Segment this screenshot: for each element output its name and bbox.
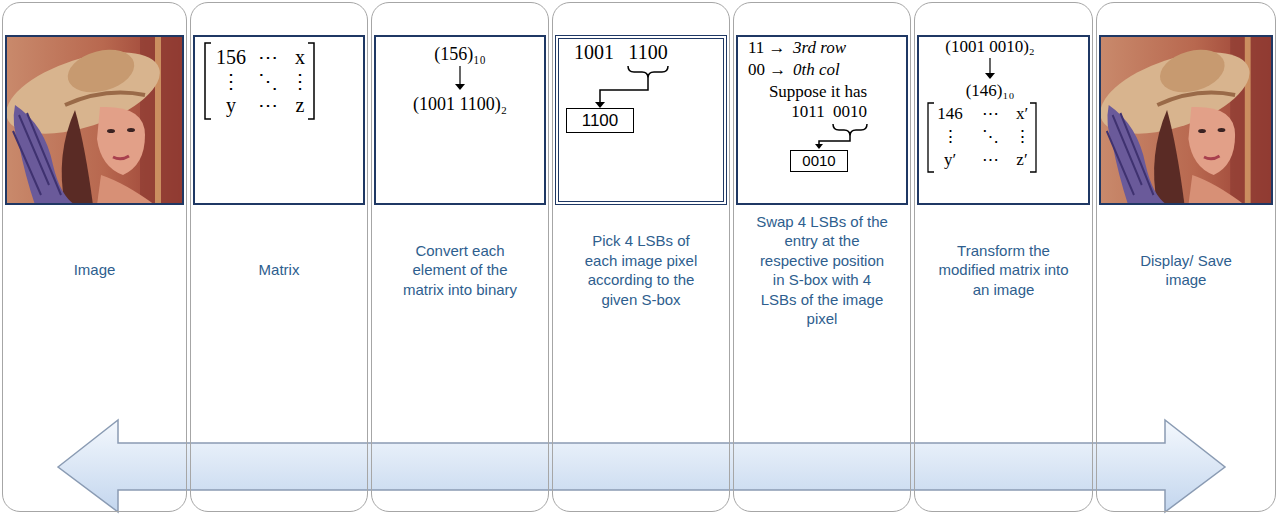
matrix-cell: 146 xyxy=(937,104,963,124)
lsb-bits: 1100 xyxy=(582,111,619,131)
binary-box: (156)₁₀ (1001 1100)₂ xyxy=(374,35,546,205)
note-text: Suppose it has xyxy=(769,82,867,102)
matrix-cell: y xyxy=(226,94,236,117)
matrix-cell: z′ xyxy=(1016,150,1027,170)
lsb-result-box: 1100 xyxy=(566,108,634,133)
binary-value: (1001 1100)₂ xyxy=(413,94,507,115)
step-panel: Pick 4 LSBs of each image pixel accordin… xyxy=(552,2,730,512)
step-label: Matrix xyxy=(213,205,345,335)
matrix-cell: ⋯ xyxy=(258,94,278,117)
matrix-cell: ⋮ xyxy=(221,70,241,93)
matrix-bracket xyxy=(928,103,934,172)
step-label: Convert each element of the matrix into … xyxy=(394,205,526,335)
result-box: (1001 0010)₂ (146)₁₀146 ⋯ x′ ⋮ ⋱ ⋮ y′ ⋯ z′ xyxy=(917,35,1090,205)
brace xyxy=(833,124,867,136)
msb-bits: 1001 xyxy=(574,41,614,64)
step-label: Transform the modified matrix into an im… xyxy=(938,205,1070,335)
matrix-cell: 156 xyxy=(216,46,246,69)
matrix-cell: ⋱ xyxy=(258,70,278,93)
matrix-cell: ⋱ xyxy=(982,127,999,147)
photo-result xyxy=(1091,35,1273,205)
matrix-cell: ⋯ xyxy=(258,46,278,69)
photo-original xyxy=(0,35,184,205)
binary-value: (1001 0010)₂ xyxy=(945,37,1035,57)
matrix-cell: z xyxy=(296,94,305,117)
leader-arrow xyxy=(819,136,850,144)
step-panel: Convert each element of the matrix into … xyxy=(371,2,549,512)
matrix-cell: x xyxy=(295,46,305,69)
col-label: 0th col xyxy=(793,60,840,80)
down-arrow xyxy=(459,66,460,84)
arrow-head xyxy=(455,84,465,90)
matrix-cell: ⋮ xyxy=(942,127,959,147)
lsb-bits: 1100 xyxy=(628,41,667,64)
step-panel: Swap 4 LSBs of the entry at the respecti… xyxy=(733,2,911,512)
step-panel: Matrix156⋯x⋮⋱⋮y⋯z xyxy=(190,2,368,512)
decimal-value: (156)₁₀ xyxy=(434,44,486,65)
matrix-cell: ⋯ xyxy=(982,104,999,124)
sbox-box: 11 → 3rd row 00 → 0th colSuppose it has1011… xyxy=(736,35,908,205)
step-panel: Image xyxy=(2,2,187,512)
bit-index: 11 → xyxy=(748,38,786,58)
step-label: Pick 4 LSBs of each image pixel accordin… xyxy=(575,205,707,335)
msb-bits: 1011 xyxy=(791,102,824,122)
matrix-cell: ⋯ xyxy=(982,150,999,170)
lsb-bits: 0010 xyxy=(802,152,835,169)
arrow-head xyxy=(815,144,823,149)
bit-index: 00 → xyxy=(748,60,786,80)
leader-arrow xyxy=(600,78,648,102)
row-label: 3rd row xyxy=(793,38,846,58)
lsb-bits: 0010 xyxy=(833,102,867,122)
step-label: Swap 4 LSBs of the entry at the respecti… xyxy=(756,205,888,335)
matrix-bracket xyxy=(1030,103,1036,172)
step-panel: Display/ Save image xyxy=(1096,2,1276,512)
image-frame xyxy=(6,36,183,204)
matrix-cell: y′ xyxy=(944,150,956,170)
arrow-head xyxy=(985,73,995,79)
down-arrow xyxy=(989,58,990,73)
lsb-result-box: 0010 xyxy=(790,150,848,172)
matrix-cell: ⋮ xyxy=(1014,127,1031,147)
step-panel: Transform the modified matrix into an im… xyxy=(914,2,1093,512)
matrix-bracket xyxy=(205,43,211,119)
matrix-cell: ⋮ xyxy=(290,70,310,93)
brace xyxy=(628,66,668,78)
step-label: Image xyxy=(29,205,161,335)
step-label: Display/ Save image xyxy=(1120,205,1252,335)
lsb-box: 1001 1100 1100 xyxy=(555,35,727,205)
matrix-box: 156⋯x⋮⋱⋮y⋯z xyxy=(193,35,365,205)
image-frame xyxy=(1100,36,1272,204)
decimal-value: (146)₁₀ xyxy=(966,81,1015,101)
double-arrow xyxy=(58,420,1225,512)
matrix-cell: x′ xyxy=(1016,104,1028,124)
